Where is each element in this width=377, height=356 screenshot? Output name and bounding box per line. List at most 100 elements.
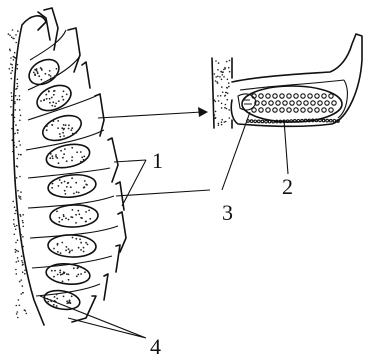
axis-dot [22,264,24,266]
stem-dot [217,76,219,78]
axis-dot [11,100,13,102]
spore-dot [68,128,70,130]
spore-dot [78,213,80,215]
label-3: 3 [222,200,233,225]
spore-dot [61,242,63,244]
axis-dot [22,222,24,224]
leader-lines [40,107,288,338]
detail-spore [325,101,329,105]
axis-dot [16,177,18,179]
stem-dot [226,87,228,89]
detail-spore [283,101,287,105]
wall-cell [326,119,329,122]
spore-dot [76,151,78,153]
spore-dot [68,248,70,250]
axis-dot [17,311,19,313]
axis-dot [11,36,13,38]
spore-dot [63,135,65,137]
detail-spore [322,108,326,112]
axis-dot [19,281,21,283]
spore-dot [61,127,63,129]
arrow-head [198,107,208,117]
spore-dot [60,252,62,254]
spore-dot [67,182,69,184]
sporangium [43,288,82,312]
axis-dot [14,133,16,135]
spore-dot [49,157,51,159]
detail-spore [332,101,336,105]
spore-dot [76,191,78,193]
axis-dot [17,64,19,66]
stem-dot [224,67,226,69]
wall-cell [322,119,325,122]
spore-dot [55,75,57,77]
axis-dot [11,92,13,94]
axis-dot [19,176,21,178]
detail-spore [311,101,315,105]
wall-cell [294,120,297,123]
leader-3 [116,112,250,196]
spore-dot [48,74,50,76]
stem-dot [223,76,225,78]
spore-dot [63,296,65,298]
spore-dot [83,247,85,249]
spore-dot [48,90,50,92]
axis-dot [22,262,24,264]
axis-dot [14,206,16,208]
spore-dot [85,221,87,223]
axis-dot [15,109,17,111]
stem-dot [223,69,225,71]
spore-dot [79,238,81,240]
sporangium [33,80,75,115]
detail-spore [318,101,322,105]
axis-dot [22,214,24,216]
axis-dot [11,96,13,98]
axis-dot [17,251,19,253]
spore-dot [51,97,53,99]
spore-dot [68,124,70,126]
spore-dot [46,98,48,100]
spore-dot [89,218,91,220]
axis-dot [19,99,21,101]
axis-dot [13,38,15,40]
spore-dot [68,219,70,221]
detail-stem-stipple [214,60,231,126]
spore-dot [84,180,86,182]
spore-dot [78,247,80,249]
stem-dot [227,79,229,81]
axis-dot [19,305,21,307]
stem-dot [218,124,220,126]
spore-dot [63,216,65,218]
stem-dot [221,86,223,88]
axis-dot [11,78,13,80]
stem-dot [215,117,217,119]
wall-cell [268,120,271,123]
spore-dot [53,90,55,92]
spore-dot [62,281,64,283]
axis-dot [14,103,16,105]
stem-dot [215,60,217,62]
axis-dot [16,83,18,85]
spore-dot [57,127,59,129]
spore-dot [80,249,82,251]
axis-dot [14,52,16,54]
spore-dot [49,70,51,72]
spore-dot [83,156,85,158]
detail-spore [269,101,273,105]
spore-dot [55,154,57,156]
spore-dot [53,94,55,96]
spore-dot [71,147,73,149]
axis-dot [18,195,20,197]
spore-dot [58,100,60,102]
spore-dot [51,187,53,189]
spore-dot [77,267,79,269]
stem-dot [216,81,218,83]
axis-dot [17,317,19,319]
spore-dot [52,183,54,185]
axis-dot [15,249,17,251]
stem-dot [218,123,220,125]
spore-dot [72,209,74,211]
spore-dot [45,73,47,75]
wall-cell [265,120,268,123]
